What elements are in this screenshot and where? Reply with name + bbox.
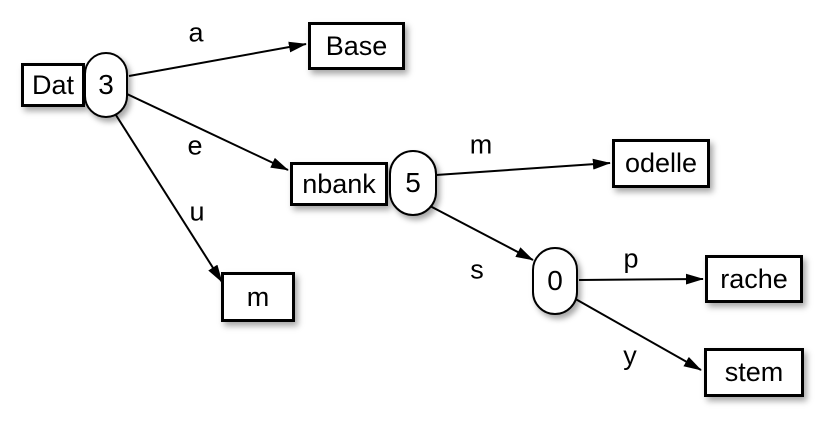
node-circle-count-5: 5: [389, 150, 437, 216]
node-box-m-leaf: m: [221, 272, 295, 322]
edge-arrow-a: [128, 41, 307, 77]
edge-label-p: p: [623, 243, 639, 274]
edge-arrow-e: [126, 93, 289, 171]
node-circle-count-3: 3: [84, 52, 128, 118]
edge-lines: [113, 41, 704, 371]
edge-arrow-y: [571, 296, 702, 371]
node-box-dat: Dat: [21, 63, 85, 107]
node-circle-count-0: 0: [532, 247, 578, 315]
edge-arrow-p: [578, 273, 704, 285]
node-box-base: Base: [308, 22, 405, 70]
edge-label-a: a: [188, 17, 204, 48]
node-box-rache: rache: [705, 255, 803, 303]
node-box-nbank: nbank: [290, 162, 388, 206]
edge-arrow-u: [113, 111, 223, 283]
edge-arrow-m: [435, 158, 611, 176]
edge-label-m: m: [469, 129, 493, 160]
node-box-odelle: odelle: [612, 139, 710, 188]
edge-arrow-s: [429, 205, 534, 261]
edge-label-y: y: [623, 340, 637, 371]
node-box-stem: stem: [704, 348, 804, 397]
edge-label-u: u: [189, 196, 205, 227]
edge-label-e: e: [187, 130, 203, 161]
edge-label-s: s: [470, 254, 484, 285]
